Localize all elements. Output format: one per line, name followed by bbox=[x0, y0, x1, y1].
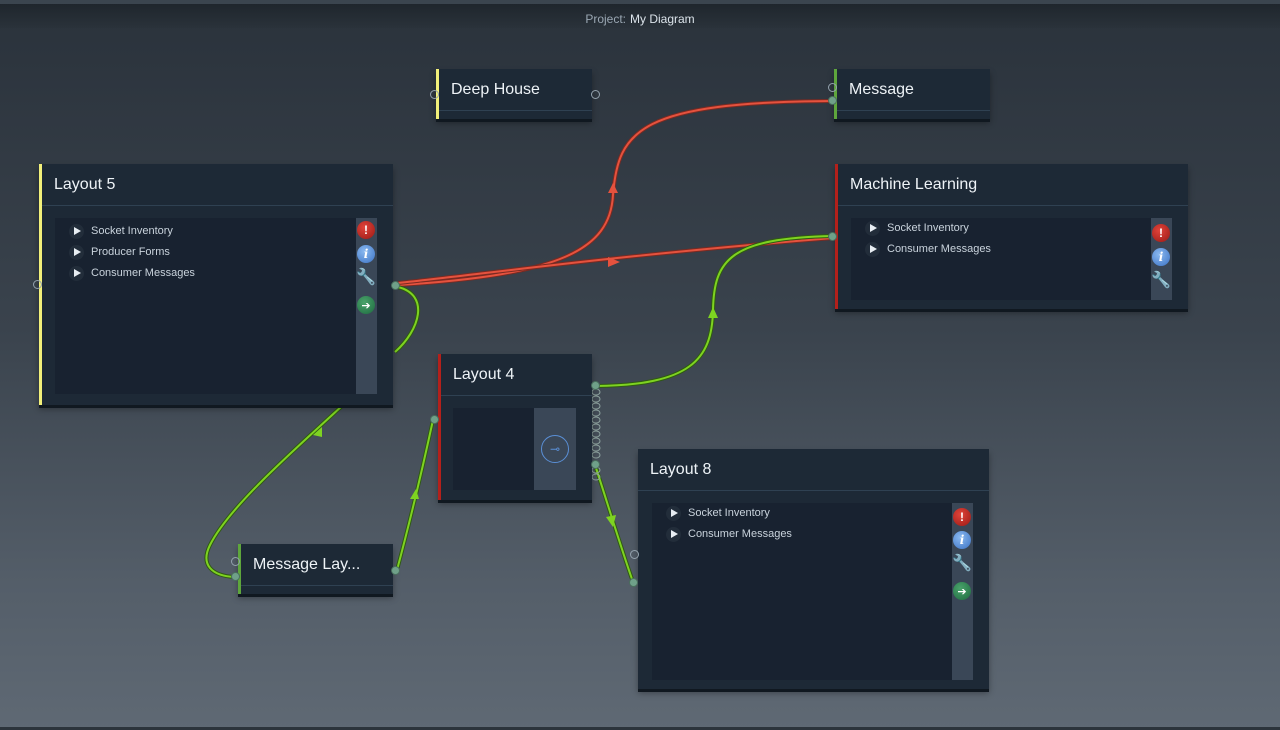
go-icon[interactable]: ➔ bbox=[953, 582, 971, 600]
node-body: Socket Inventory Consumer Messages bbox=[652, 503, 952, 680]
expand-icon[interactable] bbox=[865, 220, 880, 236]
node-message-layout[interactable]: Message Lay... bbox=[238, 544, 393, 594]
wrench-icon[interactable]: 🔧 bbox=[1151, 272, 1171, 289]
info-icon[interactable]: i bbox=[1152, 248, 1170, 266]
expand-icon[interactable] bbox=[69, 223, 84, 239]
node-body bbox=[453, 408, 534, 490]
wrench-icon[interactable]: 🔧 bbox=[356, 269, 376, 286]
project-name: My Diagram bbox=[630, 12, 695, 26]
error-icon[interactable]: ! bbox=[953, 508, 971, 526]
info-icon[interactable]: i bbox=[357, 245, 375, 263]
list-item[interactable]: Socket Inventory bbox=[69, 221, 173, 241]
node-side-panel: ⊸ bbox=[534, 408, 576, 490]
node-layout4[interactable]: Layout 4 ⊸ bbox=[438, 354, 592, 500]
layout4-output-port[interactable] bbox=[591, 381, 600, 390]
expand-icon[interactable] bbox=[666, 526, 681, 542]
wire-arrow bbox=[708, 307, 718, 318]
expand-icon[interactable] bbox=[69, 244, 84, 260]
layout8-input-port[interactable] bbox=[629, 578, 638, 587]
expand-icon[interactable] bbox=[69, 265, 84, 281]
node-toolbar: ! i 🔧 ➔ bbox=[952, 503, 973, 680]
node-layout8[interactable]: Layout 8 Socket Inventory Consumer Messa… bbox=[638, 449, 989, 689]
layout4-output-ports[interactable] bbox=[591, 388, 601, 481]
node-title: Message Lay... bbox=[241, 544, 393, 586]
bottom-bar bbox=[0, 727, 1280, 730]
error-icon[interactable]: ! bbox=[1152, 224, 1170, 242]
node-title: Layout 5 bbox=[42, 164, 393, 206]
wrench-icon[interactable]: 🔧 bbox=[952, 555, 972, 572]
node-title: Layout 4 bbox=[441, 354, 592, 396]
list-item[interactable]: Producer Forms bbox=[69, 242, 170, 262]
node-toolbar: ! i 🔧 ➔ bbox=[356, 218, 377, 394]
message-input-port-top[interactable] bbox=[828, 83, 837, 92]
list-item[interactable]: Consumer Messages bbox=[69, 263, 195, 283]
message-layout-input-port[interactable] bbox=[231, 572, 240, 581]
expand-icon[interactable] bbox=[666, 505, 681, 521]
message-input-port[interactable] bbox=[828, 96, 837, 105]
layout8-input-port-top[interactable] bbox=[630, 550, 639, 559]
wire-arrow bbox=[608, 183, 618, 193]
list-item[interactable]: Socket Inventory bbox=[666, 503, 770, 523]
expand-icon[interactable] bbox=[865, 241, 880, 257]
node-body: Socket Inventory Producer Forms Consumer… bbox=[55, 218, 356, 394]
wire-arrow bbox=[606, 515, 616, 527]
link-icon[interactable]: ⊸ bbox=[541, 435, 569, 463]
node-deep-house[interactable]: Deep House bbox=[436, 69, 592, 119]
deep-house-input-port[interactable] bbox=[430, 90, 439, 99]
item-label: Producer Forms bbox=[91, 246, 170, 258]
list-item[interactable]: Consumer Messages bbox=[865, 239, 991, 259]
node-machine-learning[interactable]: Machine Learning Socket Inventory Consum… bbox=[835, 164, 1188, 309]
wire-arrow bbox=[608, 257, 620, 267]
node-title: Layout 8 bbox=[638, 449, 989, 491]
layout5-output-port[interactable] bbox=[391, 281, 400, 290]
item-label: Socket Inventory bbox=[688, 507, 770, 519]
node-body: Socket Inventory Consumer Messages bbox=[851, 218, 1151, 300]
go-icon[interactable]: ➔ bbox=[357, 296, 375, 314]
wire-arrow bbox=[410, 489, 419, 499]
machine-learning-input-port[interactable] bbox=[828, 232, 837, 241]
node-accent bbox=[834, 69, 837, 119]
node-accent bbox=[238, 544, 241, 594]
message-layout-input-port-top[interactable] bbox=[231, 557, 240, 566]
item-label: Socket Inventory bbox=[887, 222, 969, 234]
wire-arrow bbox=[313, 427, 322, 437]
node-layout5[interactable]: Layout 5 Socket Inventory Producer Forms… bbox=[39, 164, 393, 405]
deep-house-output-port[interactable] bbox=[591, 90, 600, 99]
message-layout-output-port[interactable] bbox=[391, 566, 400, 575]
list-item[interactable]: Consumer Messages bbox=[666, 524, 792, 544]
node-title: Message bbox=[837, 69, 990, 111]
layout5-input-port[interactable] bbox=[33, 280, 42, 289]
item-label: Consumer Messages bbox=[887, 243, 991, 255]
node-title: Machine Learning bbox=[838, 164, 1188, 206]
node-title: Deep House bbox=[439, 69, 592, 111]
node-toolbar: ! i 🔧 bbox=[1151, 218, 1172, 300]
project-label: Project: bbox=[585, 12, 626, 26]
error-icon[interactable]: ! bbox=[357, 221, 375, 239]
node-accent bbox=[438, 354, 441, 500]
item-label: Consumer Messages bbox=[91, 267, 195, 279]
item-label: Consumer Messages bbox=[688, 528, 792, 540]
item-label: Socket Inventory bbox=[91, 225, 173, 237]
layout4-input-port[interactable] bbox=[430, 415, 439, 424]
project-title: Project: My Diagram bbox=[0, 12, 1280, 26]
top-bar: Project: My Diagram bbox=[0, 0, 1280, 28]
list-item[interactable]: Socket Inventory bbox=[865, 218, 969, 238]
node-message[interactable]: Message bbox=[834, 69, 990, 119]
info-icon[interactable]: i bbox=[953, 531, 971, 549]
layout4-output-port-bottom[interactable] bbox=[591, 460, 600, 469]
